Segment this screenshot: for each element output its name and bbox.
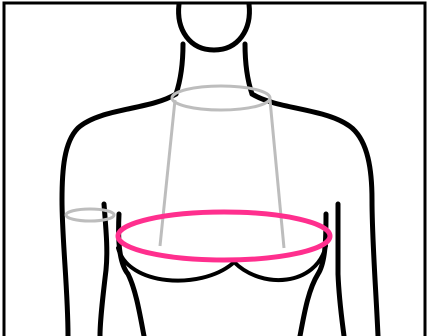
neck-left-outline [176,44,183,94]
right-inner-arm-outline [338,204,344,336]
right-guide-line [270,100,284,248]
head-outline [179,4,250,50]
left-inner-arm-outline [100,204,107,336]
left-bust-curve [118,248,232,281]
left-guide-line [160,100,175,246]
bust-measurement-highlight [118,212,330,260]
